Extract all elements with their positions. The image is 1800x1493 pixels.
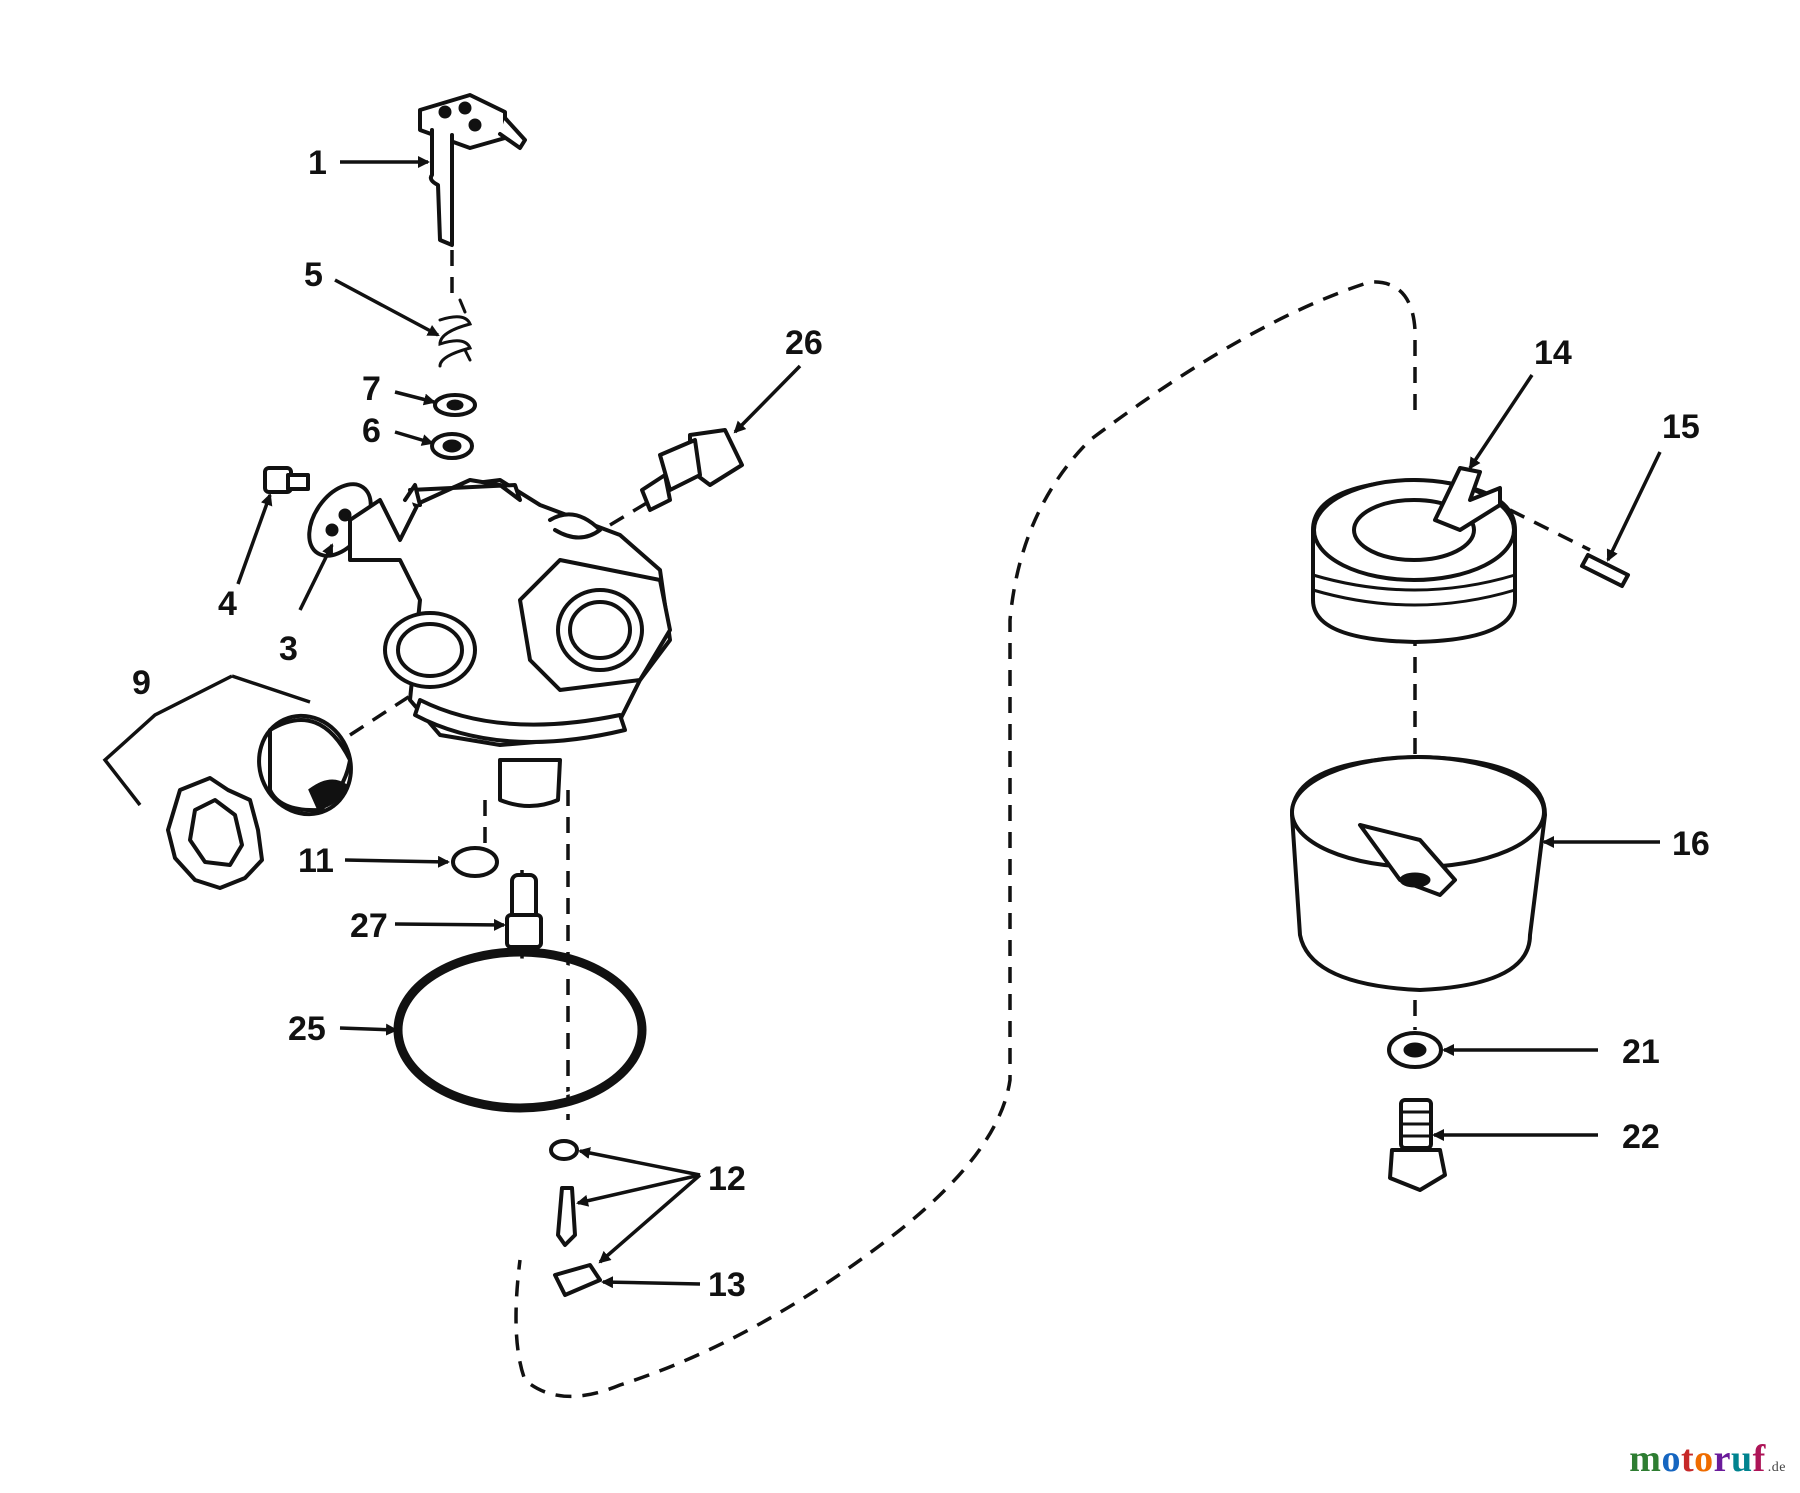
- leader-12b: [576, 1173, 701, 1207]
- callout-6: 6: [362, 412, 381, 450]
- callout-26: 26: [785, 324, 823, 362]
- watermark-letter: u: [1730, 1438, 1753, 1480]
- part-fuel-inlet: [640, 428, 744, 512]
- axis-primer: [349, 668, 451, 737]
- part-carburetor-body: [348, 478, 672, 808]
- callout-16: 16: [1672, 825, 1710, 863]
- part-gasket-ring: [393, 947, 647, 1113]
- leader-5: [334, 278, 440, 337]
- callout-21: 21: [1622, 1033, 1660, 1071]
- callout-14: 14: [1534, 334, 1572, 372]
- leader-7: [394, 390, 436, 406]
- part-washer: [430, 432, 474, 460]
- assembly-dashed-loop: [514, 280, 1417, 1399]
- leader-12c: [598, 1173, 702, 1264]
- leader-3: [298, 543, 334, 611]
- callout-15: 15: [1662, 408, 1700, 446]
- callout-4: 4: [218, 585, 237, 623]
- axis-fuel-inlet: [609, 493, 661, 527]
- axis-float-pin: [1509, 508, 1591, 552]
- leader-9: [102, 674, 311, 807]
- part-bowl-washer: [1387, 1031, 1443, 1069]
- watermark-letter: o: [1694, 1438, 1714, 1480]
- callout-7: 7: [362, 370, 381, 408]
- watermark-letter: m: [1629, 1438, 1662, 1480]
- callout-22: 22: [1622, 1118, 1660, 1156]
- leader-lines: [102, 156, 1662, 1289]
- leader-26: [733, 364, 802, 434]
- leader-15: [1606, 451, 1662, 562]
- callout-5: 5: [304, 256, 323, 294]
- watermark-letter: f: [1752, 1438, 1766, 1480]
- part-float-bowl: [1290, 755, 1547, 992]
- part-spring: [438, 298, 473, 368]
- leader-14: [1468, 374, 1534, 470]
- callout-25: 25: [288, 1010, 326, 1048]
- leader-12a: [578, 1147, 701, 1177]
- part-screw: [263, 466, 310, 494]
- leader-27: [394, 918, 506, 931]
- leader-13: [601, 1276, 701, 1289]
- part-needle-set: [549, 1139, 579, 1247]
- part-nozzle: [505, 873, 543, 949]
- part-float-pin: [1580, 553, 1630, 588]
- part-clip: [553, 1263, 602, 1297]
- callout-11: 11: [298, 842, 334, 880]
- callout-3: 3: [279, 630, 298, 668]
- callout-13: 13: [708, 1266, 746, 1304]
- callout-9: 9: [132, 664, 151, 702]
- part-throttle-shaft: [418, 93, 527, 247]
- callout-12: 12: [708, 1160, 746, 1198]
- leader-6: [394, 430, 434, 446]
- leader-4: [236, 493, 273, 585]
- part-bowl-nut: [1388, 1098, 1447, 1192]
- watermark-letter: o: [1661, 1438, 1681, 1480]
- leader-25: [339, 1023, 398, 1036]
- callout-27: 27: [350, 907, 388, 945]
- watermark-tld: .de: [1767, 1460, 1786, 1475]
- leader-11: [344, 855, 450, 868]
- part-seal: [433, 393, 477, 417]
- part-primer-assembly: [166, 713, 353, 890]
- watermark-letter: r: [1713, 1438, 1731, 1480]
- part-float: [1311, 466, 1517, 644]
- motoruf-watermark-logo: motoruf.de: [1629, 1437, 1786, 1481]
- part-nozzle-washer: [451, 846, 499, 878]
- watermark-letter: t: [1680, 1438, 1695, 1480]
- callout-1: 1: [308, 144, 327, 182]
